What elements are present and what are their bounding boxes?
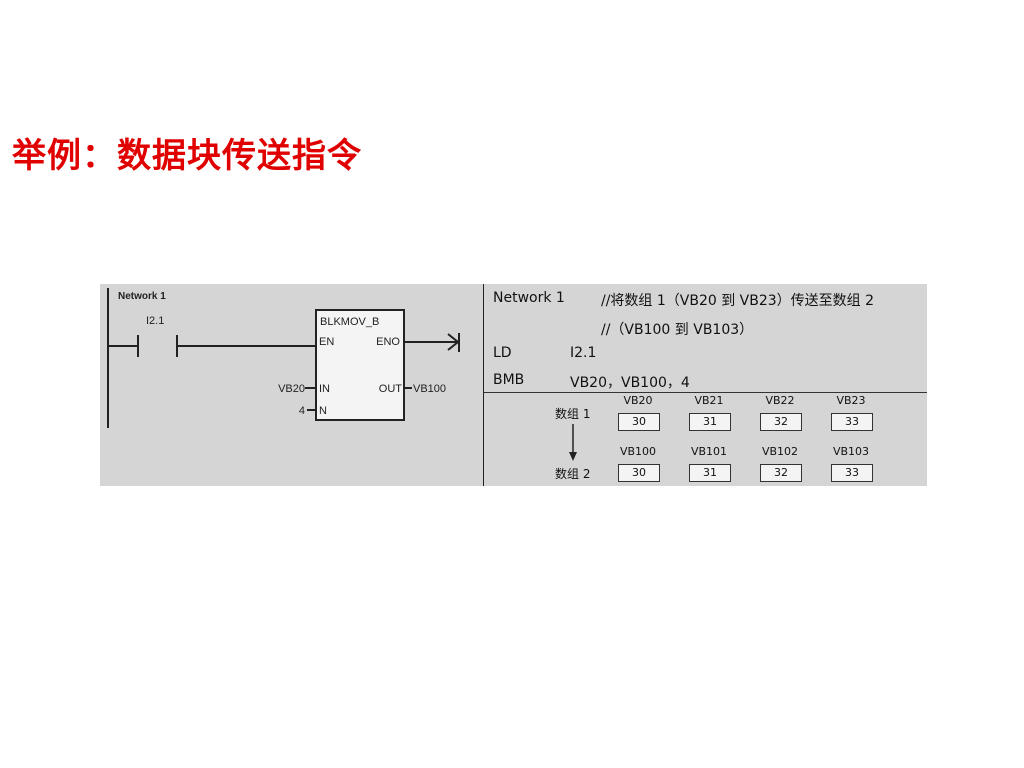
- array1-cell-name: VB20: [623, 394, 653, 407]
- stl-line-3-operand: I2.1: [570, 345, 597, 361]
- stl-line-2-comment: //（VB100 到 VB103）: [601, 322, 754, 338]
- stl-line-1-left: Network 1: [493, 290, 565, 306]
- plc-figure: Network 1 I2.1 BLKMOV_B EN ENO IN OUT N …: [100, 284, 927, 486]
- pin-out-label: OUT: [379, 383, 403, 395]
- array2-cell-value: 30: [618, 464, 660, 482]
- array2-label: 数组 2: [555, 467, 591, 481]
- array1-cell-value: 32: [760, 413, 802, 431]
- ladder-diagram: Network 1 I2.1 BLKMOV_B EN ENO IN OUT N …: [107, 288, 460, 428]
- array1-cell-name: VB23: [836, 394, 866, 407]
- array2-cell-value: 31: [689, 464, 731, 482]
- ladder-network-label: Network 1: [118, 291, 166, 302]
- pin-eno-label: ENO: [376, 336, 400, 348]
- pin-n-label: N: [319, 405, 327, 417]
- n-operand: 4: [299, 405, 305, 417]
- array2-cell-name: VB103: [832, 445, 870, 458]
- stl-line-3-op: LD: [493, 345, 512, 361]
- pin-in-label: IN: [319, 383, 330, 395]
- array2-cell-name: VB100: [619, 445, 657, 458]
- blkmov-block: [315, 309, 405, 421]
- array1-cell-value: 33: [831, 413, 873, 431]
- array2-cell-value: 33: [831, 464, 873, 482]
- in-operand: VB20: [278, 383, 305, 395]
- slide-title: 举例：数据块传送指令: [12, 136, 362, 176]
- array1-cell-name: VB21: [694, 394, 724, 407]
- stl-line-1-comment: //将数组 1（VB20 到 VB23）传送至数组 2: [601, 293, 875, 309]
- array2-cell-value: 32: [760, 464, 802, 482]
- contact-label: I2.1: [146, 315, 164, 327]
- statement-list-panel: Network 1 //将数组 1（VB20 到 VB23）传送至数组 2 //…: [484, 284, 927, 486]
- figure-divider: [483, 284, 484, 486]
- out-operand: VB100: [413, 383, 446, 395]
- array2-cell-name: VB101: [690, 445, 728, 458]
- array1-cell-value: 30: [618, 413, 660, 431]
- copy-arrow-icon: [569, 424, 577, 461]
- array1-cell-value: 31: [689, 413, 731, 431]
- stl-line-4-operand: VB20，VB100，4: [570, 375, 690, 391]
- stl-line-4-op: BMB: [493, 372, 525, 388]
- section-separator: [484, 392, 927, 393]
- array2-cell-name: VB102: [761, 445, 799, 458]
- array1-label: 数组 1: [555, 407, 591, 421]
- block-name: BLKMOV_B: [320, 316, 379, 328]
- pin-en-label: EN: [319, 336, 334, 348]
- array1-cell-name: VB22: [765, 394, 795, 407]
